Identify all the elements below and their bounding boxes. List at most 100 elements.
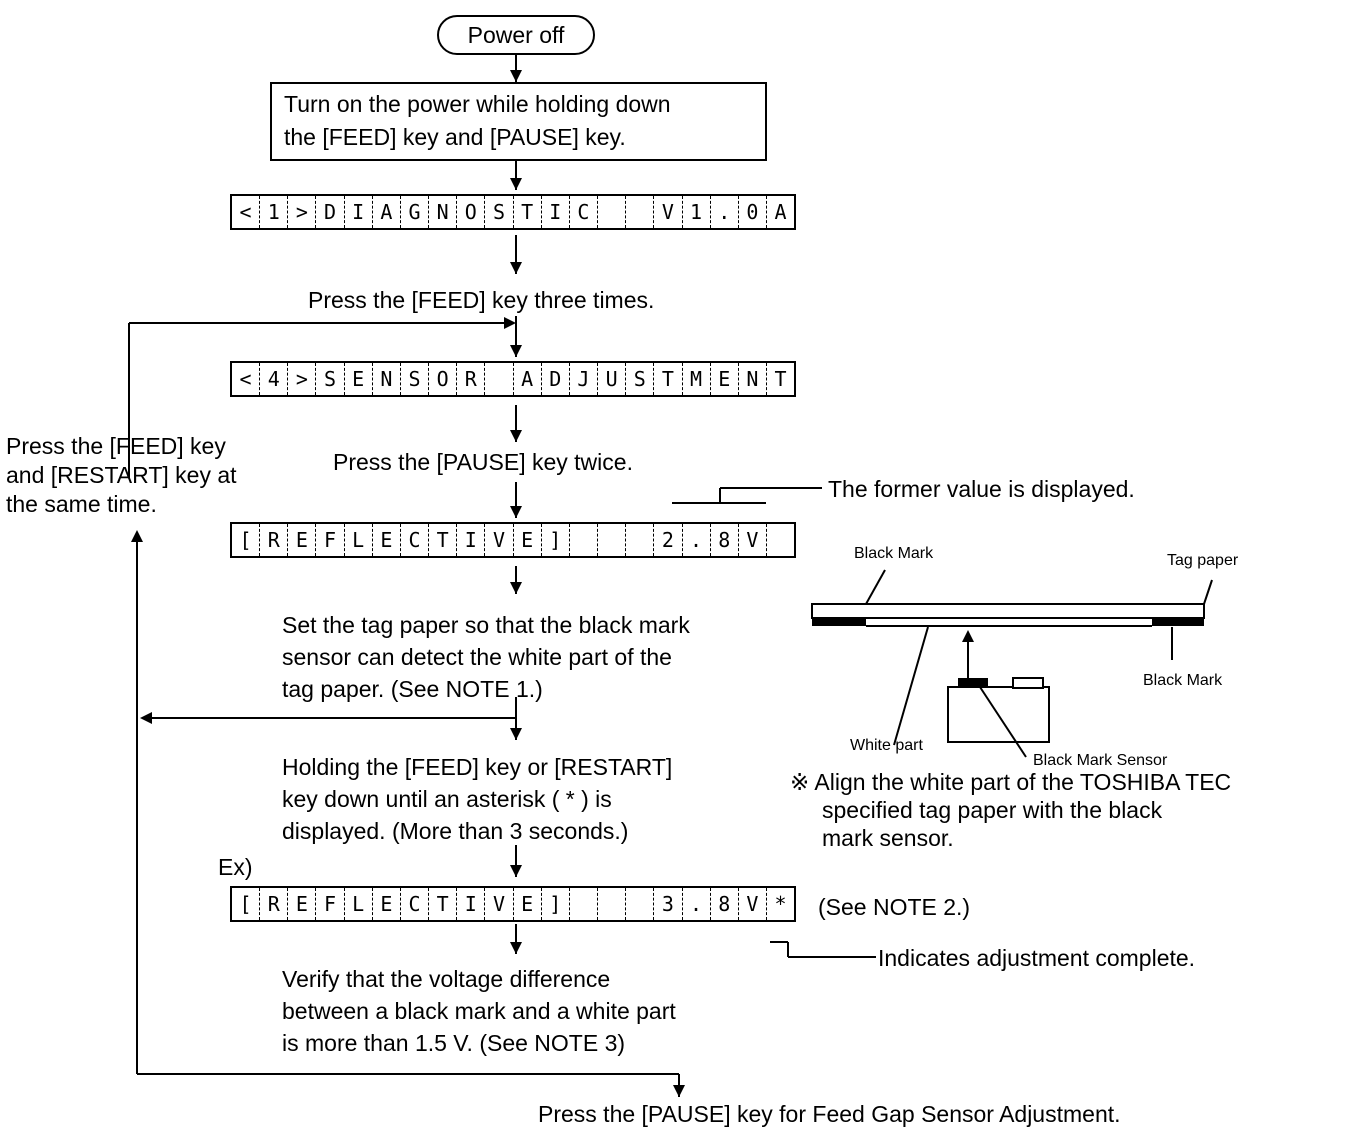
lcd-char-cell <box>626 524 655 556</box>
lcd-char-cell: E <box>514 524 542 556</box>
black-mark-label-right: Black Mark <box>1143 672 1223 689</box>
power-off-label: Power off <box>467 21 565 48</box>
lcd-char-cell: S <box>626 363 655 395</box>
lcd-char-cell: . <box>683 524 711 556</box>
lcd-char-cell: 1 <box>260 196 289 228</box>
step1-box: Turn on the power while holding down the… <box>270 82 767 161</box>
lcd-char-cell: I <box>542 196 570 228</box>
lcd-char-cell: * <box>774 892 787 916</box>
lcd-char-cell <box>570 524 599 556</box>
note2-text: (See NOTE 2.) <box>818 894 971 920</box>
lcd-char-cell: [ <box>232 888 261 920</box>
lcd-char-cell <box>767 524 794 556</box>
lcd-char-cell: T <box>429 888 458 920</box>
align-note: ※ Align the white part of the TOSHIBA TE… <box>790 768 1231 852</box>
lcd-char-cell: E <box>373 888 401 920</box>
lcd-char-cell: 8 <box>711 524 739 556</box>
white-part-label: White part <box>850 737 923 754</box>
step5-line1: Holding the [FEED] key or [RESTART] <box>282 754 673 780</box>
lcd-char-cell <box>598 196 627 228</box>
step4-text: Set the tag paper so that the black mark… <box>282 609 690 705</box>
lcd-char-cell: F <box>316 888 345 920</box>
loop-label-line2: and [RESTART] key at <box>6 462 237 488</box>
lcd-char-cell: A <box>774 200 787 224</box>
lcd-char-cell: 4 <box>260 363 289 395</box>
lcd-char-cell: D <box>542 363 570 395</box>
lcd-char-cell: R <box>457 363 486 395</box>
lcd-char-cell: > <box>288 363 317 395</box>
lcd-char-cell: E <box>288 524 317 556</box>
tag-paper-illustration <box>811 569 1213 758</box>
lcd-char-cell <box>598 888 627 920</box>
lcd-char-cell: I <box>457 888 486 920</box>
lcd-char-cell: S <box>401 363 430 395</box>
lcd-char-cell: T <box>654 363 683 395</box>
loop-label-line1: Press the [FEED] key <box>6 433 226 459</box>
former-value-note: The former value is displayed. <box>828 476 1135 502</box>
align-note-line3: mark sensor. <box>822 825 954 851</box>
step6-line2: between a black mark and a white part <box>282 998 676 1024</box>
lcd-char-cell: T <box>774 367 787 391</box>
lcd-char-cell: A <box>373 196 401 228</box>
lcd-char-cell <box>598 524 627 556</box>
step4-line2: sensor can detect the white part of the <box>282 644 672 670</box>
final-step-text: Press the [PAUSE] key for Feed Gap Senso… <box>538 1101 1121 1127</box>
lcd-char-cell: 8 <box>711 888 739 920</box>
lcd-char-cell: E <box>711 363 739 395</box>
step6-line3: is more than 1.5 V. (See NOTE 3) <box>282 1030 626 1056</box>
complete-note: Indicates adjustment complete. <box>878 945 1196 971</box>
align-note-line1: ※ Align the white part of the TOSHIBA TE… <box>790 769 1232 795</box>
lcd-char-cell: R <box>260 888 289 920</box>
lcd-char-cell: C <box>570 196 599 228</box>
lcd-char-cell: T <box>429 524 458 556</box>
lcd-char-cell: T <box>514 196 542 228</box>
lcd-char-cell: > <box>288 196 317 228</box>
step2-text: Press the [FEED] key three times. <box>308 287 655 313</box>
lcd-char-cell: D <box>316 196 345 228</box>
lcd-char-cell: J <box>570 363 599 395</box>
lcd-char-cell: G <box>401 196 430 228</box>
ex-label: Ex) <box>218 854 253 880</box>
lcd-char-cell: V <box>739 524 767 556</box>
lcd-char-cell: V <box>485 888 514 920</box>
lcd-char-cell: < <box>232 196 261 228</box>
step4-line3: tag paper. (See NOTE 1.) <box>282 676 543 702</box>
lcd-char-cell: L <box>345 888 373 920</box>
power-off-terminator: Power off <box>437 15 595 55</box>
lcd-char-cell <box>626 888 655 920</box>
lcd-char-cell: C <box>401 524 430 556</box>
lcd-char-cell: A <box>514 363 542 395</box>
lcd-char-cell: E <box>288 888 317 920</box>
lcd-char-cell: E <box>373 524 401 556</box>
loop-label-line3: the same time. <box>6 491 157 517</box>
lcd-char-cell: E <box>345 363 373 395</box>
lcd-char-cell: . <box>683 888 711 920</box>
lcd-char-cell: ] <box>542 888 570 920</box>
step5-text: Holding the [FEED] key or [RESTART] key … <box>282 751 672 847</box>
lcd-char-cell: V <box>485 524 514 556</box>
lcd-char-cell: S <box>316 363 345 395</box>
lcd-char-cell: V <box>654 196 683 228</box>
sensor-label: Black Mark Sensor <box>1033 752 1168 769</box>
lcd-char-cell: I <box>345 196 373 228</box>
lcd-char-cell <box>485 363 514 395</box>
lcd-char-cell: M <box>683 363 711 395</box>
lcd-char-cell: N <box>429 196 458 228</box>
step5-line2: key down until an asterisk ( * ) is <box>282 786 612 812</box>
lcd-char-cell: I <box>457 524 486 556</box>
loop-label: Press the [FEED] key and [RESTART] key a… <box>6 432 237 519</box>
step1-line2: the [FEED] key and [PAUSE] key. <box>284 124 626 150</box>
step5-line3: displayed. (More than 3 seconds.) <box>282 818 629 844</box>
lcd-char-cell: O <box>429 363 458 395</box>
lcd-char-cell: 0 <box>739 196 767 228</box>
lcd-char-cell: 3 <box>654 888 683 920</box>
lcd-char-cell <box>626 196 655 228</box>
tag-paper-label: Tag paper <box>1167 552 1239 569</box>
lcd-char-cell: N <box>739 363 767 395</box>
lcd-char-cell: F <box>316 524 345 556</box>
lcd-char-cell: 1 <box>683 196 711 228</box>
